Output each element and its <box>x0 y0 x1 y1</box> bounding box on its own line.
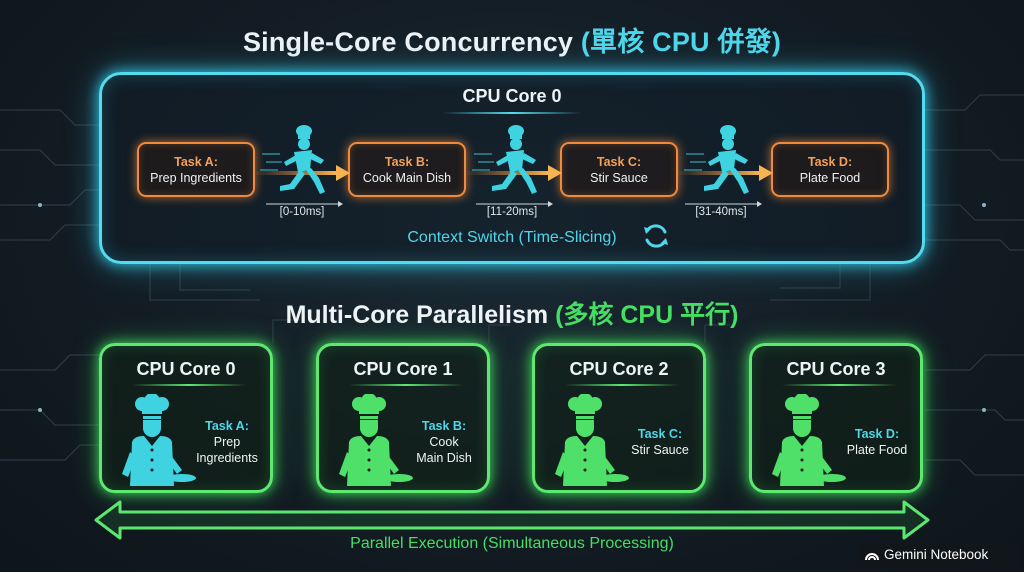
core-box-1: CPU Core 1 Task B: Cook Main Dish <box>316 343 490 493</box>
task-b-title: Task B: <box>384 155 430 169</box>
orange-arrow-1 <box>252 165 350 181</box>
parallel-execution-label: Parallel Execution (Simultaneous Process… <box>350 535 674 552</box>
task-box-a: Task A: Prep Ingredients <box>137 142 255 197</box>
core-2-underline <box>565 384 679 386</box>
running-chef-icon <box>684 125 749 194</box>
orange-arrow-3 <box>675 165 773 181</box>
core-1-task-line-1: Cook <box>429 435 459 449</box>
chef-icon <box>555 394 629 486</box>
time-slice-label-3: [31-40ms] <box>695 206 747 218</box>
task-box-d: Task D: Plate Food <box>771 142 889 197</box>
multi-core-title-main: Multi-Core Parallelism <box>285 301 549 329</box>
core-1-task-title: Task B: <box>421 419 467 433</box>
task-d-desc: Plate Food <box>799 171 861 185</box>
context-switch-label: Context Switch (Time-Slicing) <box>407 229 617 246</box>
core-0-name: CPU Core 0 <box>136 359 236 379</box>
task-d-title: Task D: <box>807 155 853 169</box>
single-core-title: Single-Core Concurrency (單核 CPU 併發) <box>0 20 1024 59</box>
task-a-title: Task A: <box>174 155 218 169</box>
chef-icon <box>339 394 413 486</box>
core-0-task-line-2: Ingredients <box>196 451 258 465</box>
task-c-title: Task C: <box>596 155 642 169</box>
core-0-task: Task A: Prep Ingredients <box>182 418 272 466</box>
core-0-task-line-1: Prep <box>213 435 241 449</box>
core-3-name: CPU Core 3 <box>786 359 886 379</box>
single-core-title-main: Single-Core Concurrency <box>242 27 574 57</box>
core-0-task-title: Task A: <box>205 419 249 433</box>
core-2-task-title: Task C: <box>637 427 683 441</box>
running-chef-icon <box>260 125 325 194</box>
time-slice-label-2: [11-20ms] <box>486 206 538 218</box>
parallel-double-arrow <box>94 500 930 540</box>
core-2-task: Task C: Stir Sauce <box>615 426 705 458</box>
core-1-name: CPU Core 1 <box>353 359 453 379</box>
core-3-task: Task D: Plate Food <box>832 426 922 458</box>
chef-icon <box>772 394 846 486</box>
core-0-underline <box>132 384 246 386</box>
task-a-desc: Prep Ingredients <box>150 171 242 185</box>
time-slice-line-3 <box>685 201 762 207</box>
time-slice-line-1 <box>266 201 343 207</box>
task-box-b: Task B: Cook Main Dish <box>348 142 466 197</box>
core-box-2: CPU Core 2 Task C: Stir Sauce <box>532 343 706 493</box>
core-1-task-line-2: Main Dish <box>416 451 472 465</box>
single-core-cpu-underline <box>442 112 582 114</box>
brand-watermark: Gemini Notebook <box>858 543 1020 567</box>
single-core-title-zh: (單核 CPU 併發) <box>580 27 782 57</box>
core-2-name: CPU Core 2 <box>569 359 669 379</box>
multi-core-title: Multi-Core Parallelism (多核 CPU 平行) <box>0 295 1024 331</box>
task-box-c: Task C: Stir Sauce <box>560 142 678 197</box>
core-box-0: CPU Core 0 Task A: Prep Ingredients <box>99 343 273 493</box>
time-slice-line-2 <box>476 201 553 207</box>
orange-arrow-2 <box>464 165 562 181</box>
core-1-underline <box>349 384 463 386</box>
core-3-task-title: Task D: <box>854 427 900 441</box>
time-slice-label-1: [0-10ms] <box>279 206 325 218</box>
gemini-logo-icon <box>865 553 879 561</box>
cycle-arrows-icon <box>644 224 668 248</box>
core-3-underline <box>782 384 896 386</box>
task-b-desc: Cook Main Dish <box>362 171 452 185</box>
brand-text: Gemini Notebook <box>884 547 989 562</box>
core-3-task-line-1: Plate Food <box>846 443 908 457</box>
task-c-desc: Stir Sauce <box>590 171 648 185</box>
core-2-task-line-1: Stir Sauce <box>631 443 689 457</box>
running-chef-icon <box>472 125 537 194</box>
chef-icon <box>122 394 196 486</box>
core-box-3: CPU Core 3 Task D: Plate Food <box>749 343 923 493</box>
multi-core-title-zh: (多核 CPU 平行) <box>555 301 739 329</box>
single-core-cpu-label: CPU Core 0 <box>462 86 562 106</box>
core-1-task: Task B: Cook Main Dish <box>399 418 489 466</box>
